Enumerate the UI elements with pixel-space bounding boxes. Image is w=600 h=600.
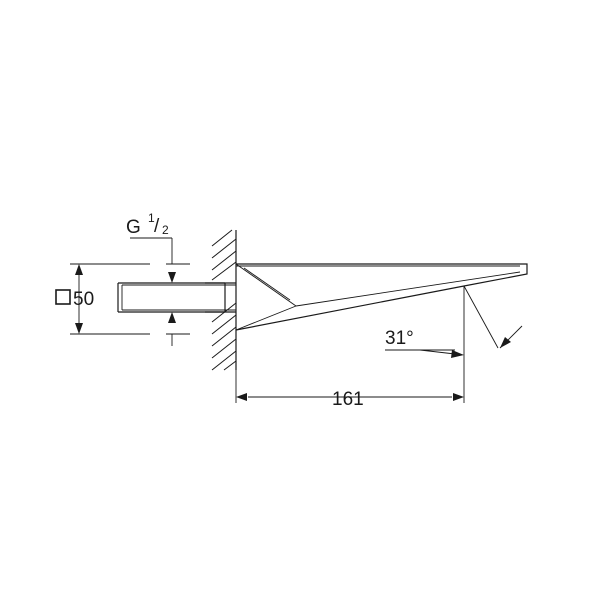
svg-text:2: 2 <box>162 223 169 237</box>
square-50-dimension <box>70 263 150 335</box>
length-dimension <box>235 286 465 403</box>
thread-dimension <box>130 237 190 346</box>
angle-dimension <box>385 285 523 358</box>
wall <box>211 229 237 371</box>
square-symbol-icon <box>55 289 71 305</box>
thread-numerator: 1 <box>148 211 155 225</box>
threaded-connector <box>117 282 236 313</box>
thread-label: G 1 / 2 <box>126 211 169 238</box>
angle-value: 31° <box>385 328 414 349</box>
thread-denominator: 2 <box>162 223 169 237</box>
svg-text:1: 1 <box>148 211 155 225</box>
svg-text:/: / <box>154 216 160 237</box>
square-size-value: 50 <box>73 289 94 310</box>
wall-hatching <box>211 229 237 371</box>
svg-text:G: G <box>126 217 141 238</box>
length-value: 161 <box>332 389 364 410</box>
square-size-label: 50 <box>55 289 94 310</box>
spout-body <box>235 263 528 331</box>
thread-slash: / <box>154 216 160 237</box>
thread-prefix: G <box>126 217 141 238</box>
